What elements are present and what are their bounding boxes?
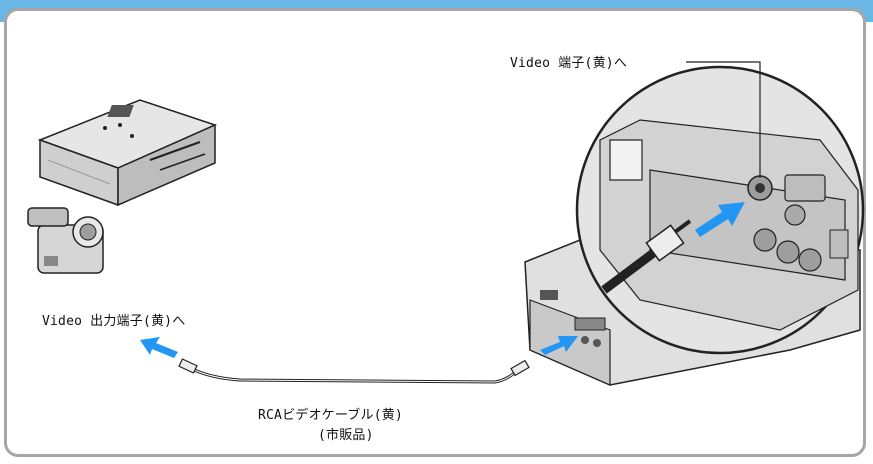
output-arrow [140,337,178,358]
rca-cable [178,358,530,384]
input-arrow [540,336,578,355]
cable-label-line1: RCAビデオケーブル(黄) [258,408,403,423]
camcorder-icon [27,207,104,274]
zoom-circle [575,65,865,355]
video-in-label: Video 端子(黄)へ [510,56,628,71]
video-out-label: Video 出力端子(黄)へ [42,314,186,329]
cable-label-line2: (市販品) [318,428,374,443]
leader-line [686,61,761,178]
vcr-icon [37,99,218,207]
